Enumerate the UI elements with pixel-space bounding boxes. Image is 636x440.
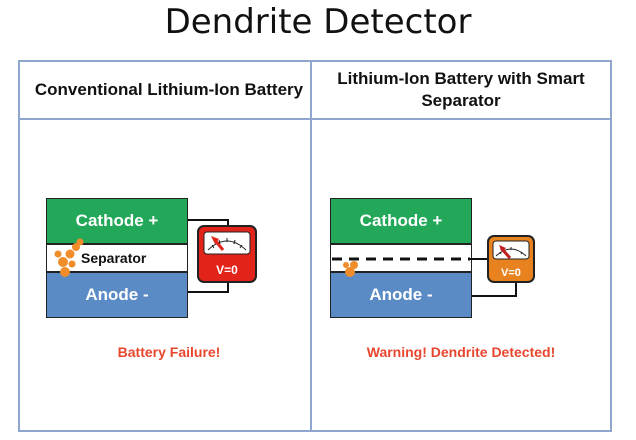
panel-header: Conventional Lithium-Ion Battery [20,62,318,120]
anode-layer: Anode - [46,272,188,318]
circuit-overlay: V=0 [54,219,257,293]
dendrite-icon [54,238,84,277]
voltmeter-icon: V=0 [197,225,257,283]
anode-layer: Anode - [330,272,472,318]
page-title: Dendrite Detector [164,2,472,42]
voltmeter-icon: V=0 [487,235,535,283]
status-message: Battery Failure! [117,344,221,360]
panel-header: Lithium-Ion Battery with Smart Separator [312,62,610,120]
wire-bottom [472,282,517,297]
cathode-layer: Cathode + [46,198,188,244]
voltmeter-reading: V=0 [216,263,238,277]
circuit-overlay: V=0 [332,235,535,297]
status-message: Warning! Dendrite Detected! [366,344,556,360]
conventional-battery-panel: Conventional Lithium-Ion Battery Cathode… [18,60,320,432]
voltmeter-reading: V=0 [501,267,521,279]
smart-separator-panel: Lithium-Ion Battery with Smart Separator… [310,60,612,432]
wire-bottom [188,282,229,293]
dendrite-icon [343,261,358,277]
cathode-layer: Cathode + [330,198,472,244]
